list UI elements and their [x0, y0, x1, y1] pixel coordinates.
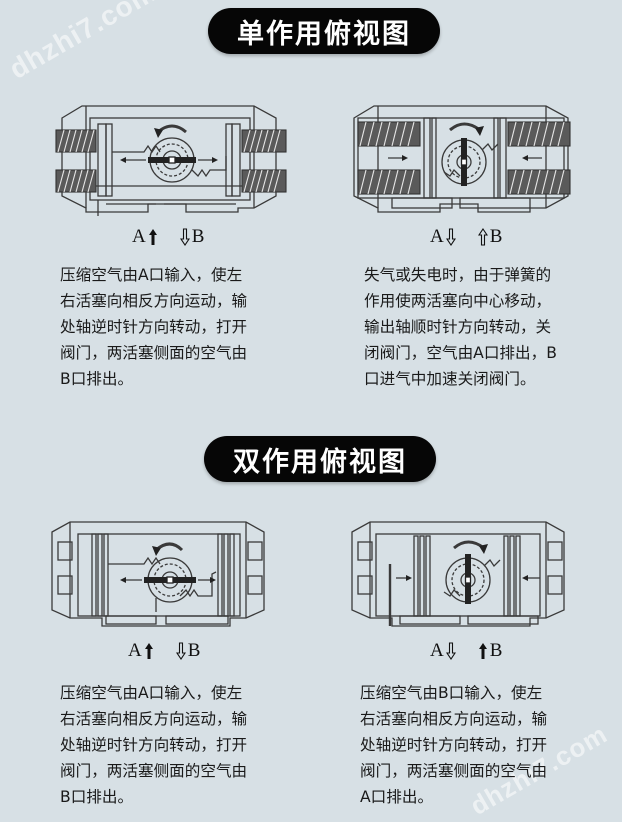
arrow-up-solid-icon — [144, 643, 153, 659]
port-b-label: B — [489, 640, 503, 661]
port-a-label: A — [430, 640, 444, 661]
description-text: 压缩空气由B口输入，使左 右活塞向相反方向运动，输 处轴逆时针方向转动，打开 阀… — [360, 684, 548, 806]
pinion-gear — [441, 138, 487, 186]
arrow-down-hollow-icon — [175, 642, 186, 660]
section-title-single-acting: 单作用俯视图 — [208, 8, 440, 54]
port-labels: A B — [126, 640, 202, 662]
port-a-label: A — [430, 226, 444, 247]
arrow-up-solid-icon — [478, 643, 487, 659]
arrow-down-hollow-icon — [445, 642, 456, 660]
description-text: 压缩空气由A口输入，使左 右活塞向相反方向运动，输 处轴逆时针方向转动，打开 阀… — [60, 266, 248, 388]
actuator-diagram-double-close — [351, 521, 565, 627]
port-b-label: B — [187, 640, 201, 661]
port-a-label: A — [128, 640, 142, 661]
pinion-gear — [445, 554, 491, 604]
description-text: 失气或失电时，由于弹簧的 作用使两活塞向中心移动， 输出轴顺时针方向转动，关 闭… — [364, 266, 557, 388]
pinion-gear — [144, 557, 196, 603]
arrow-up-solid-icon — [148, 229, 157, 245]
actuator-diagram-single-close — [353, 105, 571, 213]
pinion-gear — [148, 137, 196, 183]
section-title-double-acting: 双作用俯视图 — [204, 436, 436, 482]
port-labels: A B — [428, 640, 504, 662]
port-labels: A B — [428, 226, 504, 248]
actuator-diagram-double-open — [51, 521, 265, 627]
arrow-down-hollow-icon — [445, 228, 456, 246]
spring-left — [55, 129, 97, 193]
spring-right — [507, 121, 571, 195]
spring-right — [241, 129, 287, 193]
description-text: 压缩空气由A口输入，使左 右活塞向相反方向运动，输 处轴逆时针方向转动，打开 阀… — [60, 684, 248, 806]
port-b-label: B — [489, 226, 503, 247]
port-b-label: B — [191, 226, 205, 247]
spring-left — [357, 121, 421, 195]
arrow-up-hollow-icon — [477, 228, 488, 246]
port-labels: A B — [130, 226, 206, 248]
port-a-label: A — [132, 226, 146, 247]
arrow-down-hollow-icon — [179, 228, 190, 246]
watermark: dhzhi7.com — [4, 0, 162, 85]
actuator-diagram-single-open — [55, 105, 287, 216]
